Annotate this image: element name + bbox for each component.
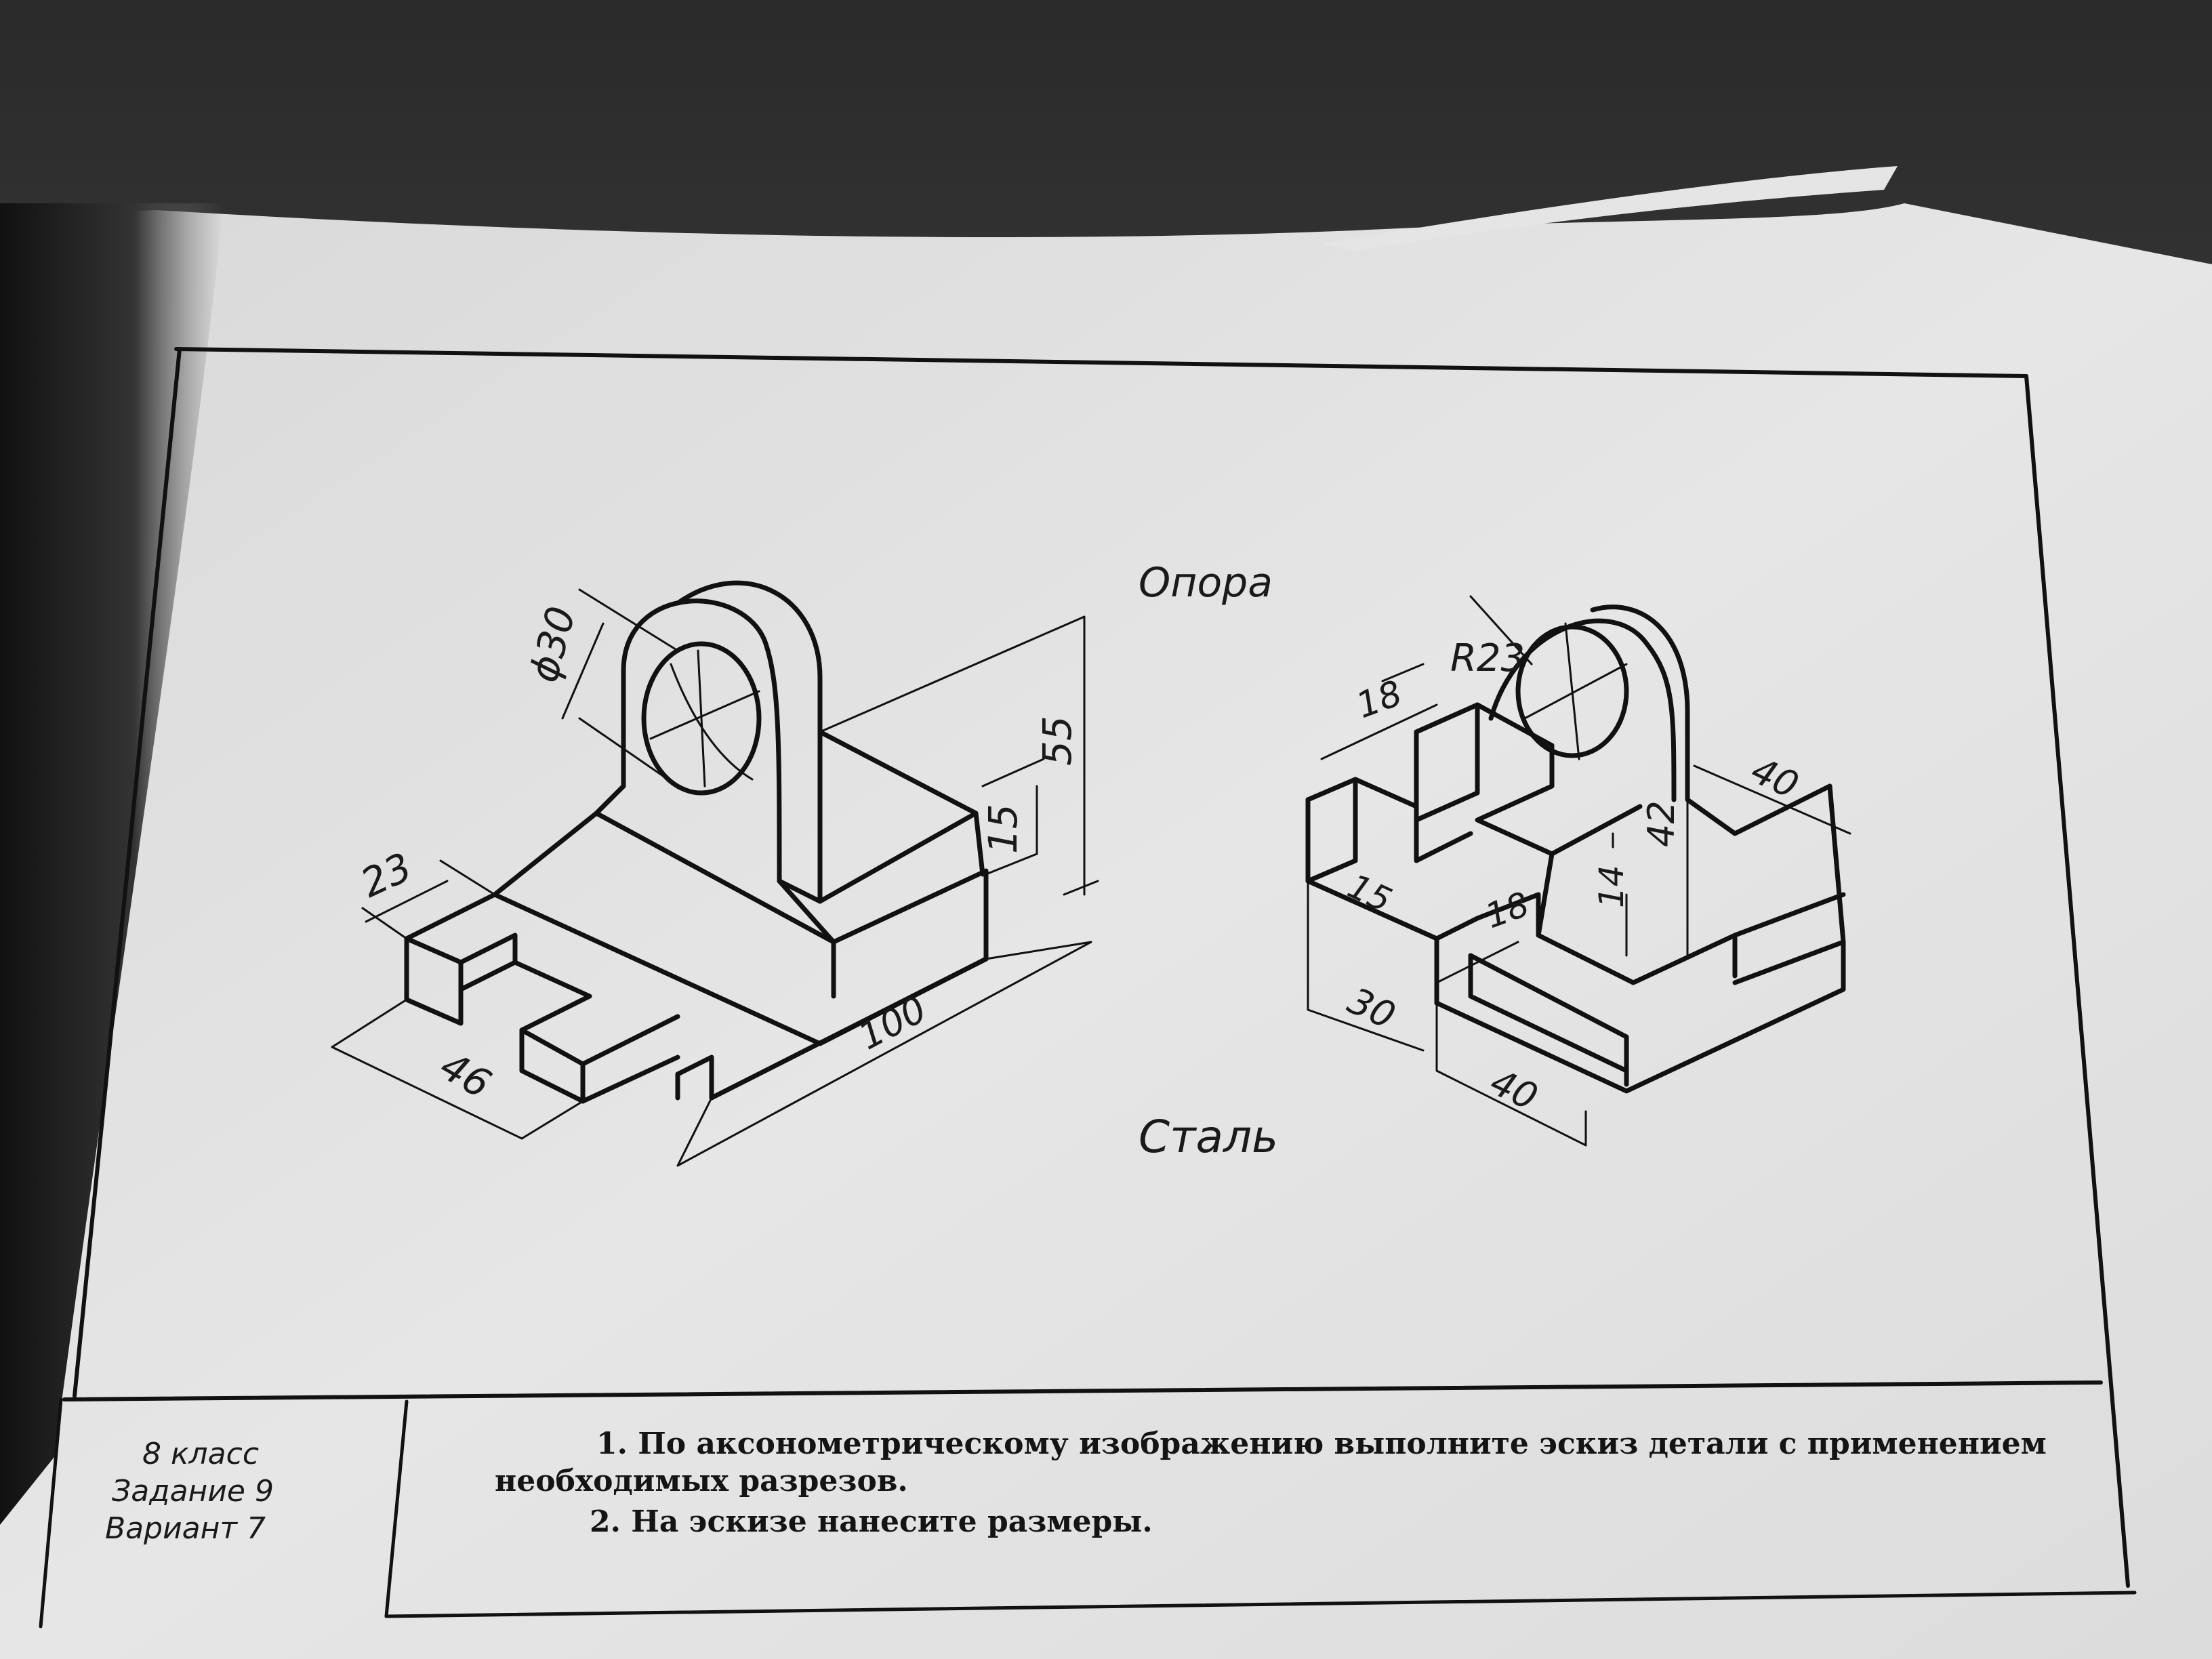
task-label: Задание 9 bbox=[112, 1474, 274, 1509]
dim-side-length: 40 bbox=[1745, 749, 1805, 807]
dim-radius: R23 bbox=[1450, 636, 1525, 680]
dim-length: 100 bbox=[852, 987, 934, 1058]
dim-front-left: 15 bbox=[1342, 866, 1397, 920]
dim-bottom-length: 40 bbox=[1484, 1061, 1544, 1119]
sheet-frame bbox=[39, 347, 2137, 1629]
dim-height-right: 42 bbox=[1640, 800, 1683, 847]
title-block: 8 класс Задание 9 Вариант 7 1. По аксоно… bbox=[105, 1427, 2047, 1546]
dim-height-total: 55 bbox=[1034, 716, 1080, 766]
instruction-2: 2. На эскизе нанесите размеры. bbox=[590, 1504, 1153, 1539]
dim-depth: 46 bbox=[432, 1042, 499, 1107]
instruction-1a: 1. По аксонометрическому изображению вып… bbox=[596, 1427, 2047, 1461]
dim-height-step: 14 bbox=[1592, 865, 1631, 908]
dim-height-small: 15 bbox=[980, 804, 1026, 854]
instruction-1b: необходимых разрезов. bbox=[495, 1464, 908, 1498]
dim-width-slot: 23 bbox=[354, 844, 419, 907]
part-title: Опора bbox=[1139, 559, 1273, 607]
grade-label: 8 класс bbox=[142, 1437, 259, 1471]
dim-top-width: 18 bbox=[1351, 673, 1408, 726]
dim-bottom-depth: 30 bbox=[1342, 979, 1402, 1038]
variant-label: Вариант 7 bbox=[105, 1511, 266, 1546]
dim-diameter: ϕ30 bbox=[520, 602, 585, 687]
dim-groove-width: 18 bbox=[1480, 884, 1534, 936]
left-part-drawing: ϕ30 55 15 23 46 100 bbox=[331, 580, 1099, 1167]
right-part-drawing: R23 18 40 42 14 18 15 30 40 bbox=[1305, 595, 1851, 1147]
material-label: Сталь bbox=[1139, 1111, 1278, 1163]
